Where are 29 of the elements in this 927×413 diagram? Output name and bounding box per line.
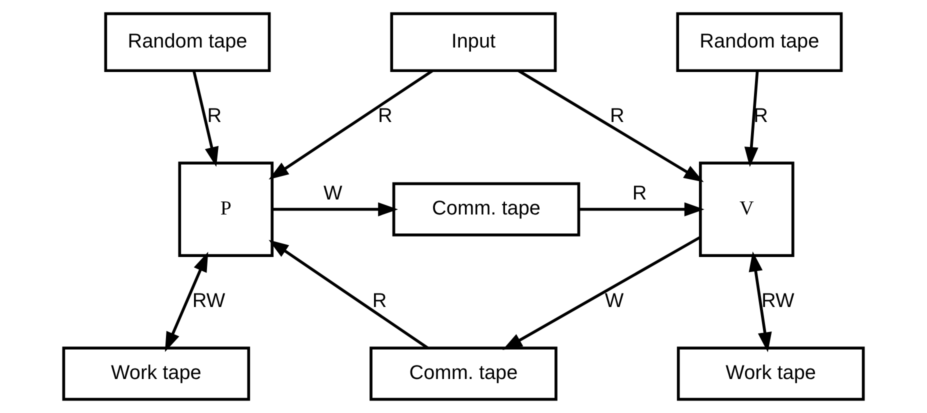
arrow <box>268 70 434 180</box>
node-box: Comm. tape <box>392 182 580 236</box>
edge-label: R <box>207 105 222 128</box>
edge-label: RW <box>762 290 794 312</box>
edge-label: R <box>754 105 768 128</box>
arrow <box>192 70 219 167</box>
node-box: P <box>178 162 274 257</box>
node-box: Input <box>390 12 557 72</box>
arrow <box>748 252 772 352</box>
arrow <box>164 252 208 352</box>
edge-label: R <box>372 290 387 312</box>
arrow <box>502 236 701 350</box>
edge-label: RW <box>192 290 226 312</box>
node-box: Comm. tape <box>370 346 558 401</box>
node-box: Random tape <box>104 12 271 72</box>
node-box: V <box>698 162 794 257</box>
node-box: Work tape <box>62 346 250 401</box>
arrow <box>744 70 759 168</box>
edge-label: W <box>324 182 342 205</box>
edge-label: W <box>604 290 624 312</box>
arrow <box>518 70 704 182</box>
edge-label: R <box>378 105 392 128</box>
arrow <box>578 202 704 216</box>
edge-label: R <box>632 182 647 205</box>
edge-label: R <box>610 105 624 128</box>
arrow <box>272 202 398 216</box>
node-box: Work tape <box>676 346 865 401</box>
arrow <box>268 240 428 350</box>
node-box: Random tape <box>676 12 843 72</box>
